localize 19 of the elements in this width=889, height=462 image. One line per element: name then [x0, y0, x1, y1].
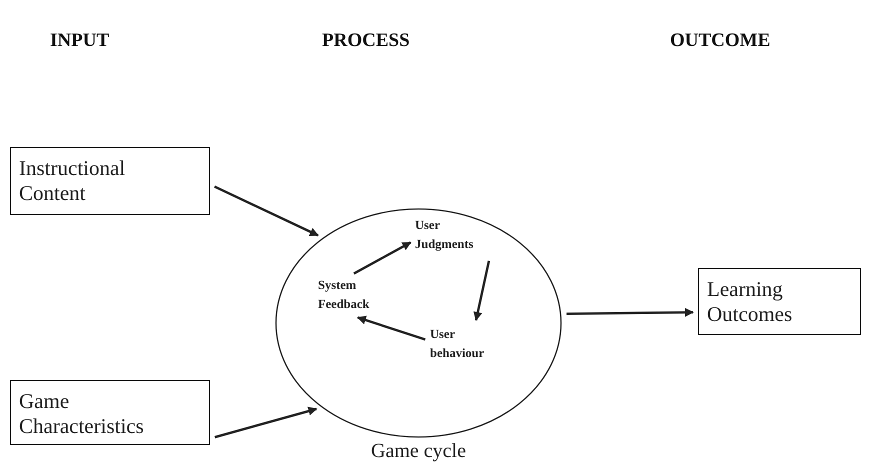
outcome-box [698, 268, 861, 335]
box-label: Instructional Content [19, 156, 126, 206]
arrow [356, 316, 426, 341]
cycle-caption: Game cycle [370, 440, 467, 462]
input-box [10, 147, 210, 215]
column-heading: OUTCOME [670, 30, 770, 52]
arrow [566, 308, 694, 317]
column-heading: PROCESS [322, 30, 410, 52]
step-label: User Judgments [415, 216, 490, 256]
box-label: Game Characteristics [19, 389, 145, 439]
arrow [353, 241, 412, 275]
step-label: User behaviour [430, 325, 505, 365]
box-label: Learning Outcomes [707, 277, 794, 327]
arrow [214, 406, 318, 438]
arrow [214, 185, 319, 236]
column-heading: INPUT [50, 30, 110, 52]
input-box [10, 380, 210, 445]
step-label: System Feedback [318, 276, 388, 316]
arrow [473, 260, 490, 321]
